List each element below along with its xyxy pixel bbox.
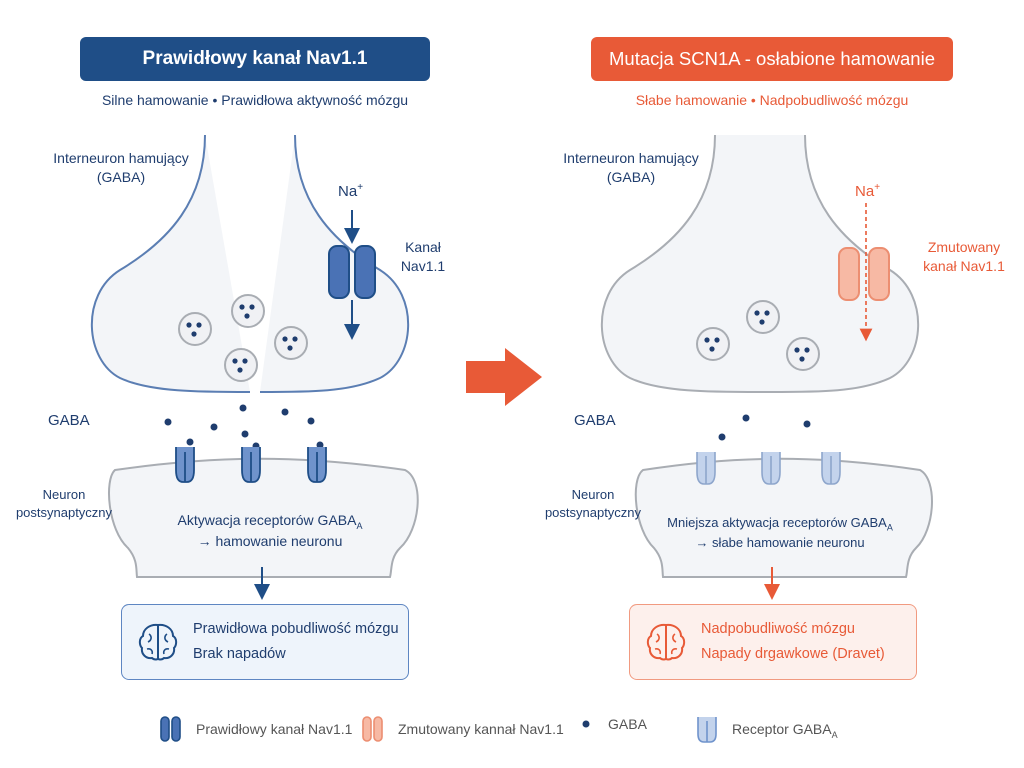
normal-channel-header: Prawidłowy kanał Nav1.1	[80, 37, 430, 81]
legend-mutant-channel-label: Zmutowany kannał Nav1.1	[398, 721, 564, 737]
neuron-label: Neuron postsynaptyczny	[15, 487, 113, 520]
outcome-box-normal: Prawidłowa pobudliwość mózgu Brak napadó…	[121, 604, 409, 680]
gaba-label-mutant: GABA	[574, 412, 616, 429]
na-ion-label: Na+	[338, 182, 364, 200]
mutant-channel-label: Zmutowany kanał Nav1.1	[923, 239, 1005, 274]
brain-icon	[138, 623, 178, 661]
gaba-receptor	[175, 447, 195, 483]
gaba-receptors	[175, 447, 327, 483]
legend-receptor: Receptor GABAA	[696, 716, 838, 744]
gaba-vesicles-mutant	[696, 300, 820, 371]
vesicle	[696, 327, 730, 361]
channel-label: Kanał Nav1.1	[400, 239, 446, 274]
legend-normal-channel-label: Prawidłowy kanał Nav1.1	[196, 721, 353, 737]
vesicle	[231, 294, 265, 328]
gaba-receptors-mutant	[696, 452, 841, 485]
postsynaptic-neuron-mutant	[634, 457, 933, 578]
postsynaptic-neuron	[108, 457, 419, 578]
effect-text: Aktywacja receptorów GABAA → hamowanie n…	[177, 512, 363, 549]
legend-receptor-label: Receptor GABAA	[732, 720, 838, 740]
mutation-header: Mutacja SCN1A - osłabione hamowanie	[591, 37, 953, 81]
legend-normal-channel: Prawidłowy kanał Nav1.1	[160, 716, 352, 742]
normal-subtitle: Silne hamowanie • Prawidłowa aktywność m…	[101, 92, 409, 108]
gaba-receptor	[307, 447, 327, 483]
legend-gaba: GABA	[582, 716, 647, 732]
gaba-receptor	[241, 447, 261, 483]
vesicle	[746, 300, 780, 334]
receptor-legend-icon	[697, 717, 717, 743]
mutant-channel-legend-icon	[362, 716, 383, 742]
outcome-line-1-mutant: Nadpobudliwość mózgu	[701, 621, 855, 638]
gaba-receptor	[761, 452, 781, 485]
vesicle	[178, 312, 212, 346]
normal-channel-legend-icon	[160, 716, 181, 742]
outcome-line-2: Brak napadów	[193, 646, 286, 662]
brain-icon	[646, 623, 686, 661]
outcome-line-2-mutant: Napady drgawkowe (Dravet)	[701, 646, 885, 662]
transition-arrow	[466, 348, 542, 406]
interneuron-label: Interneuron hamujący (GABA)	[53, 150, 189, 185]
mutation-subtitle: Słabe hamowanie • Nadpobudliwość mózgu	[635, 92, 909, 108]
nav11-channel	[328, 245, 376, 299]
neuron-label-mutant: Neuron postsynaptyczny	[544, 487, 642, 520]
gaba-receptor	[821, 452, 841, 485]
gaba-vesicles	[178, 294, 308, 382]
gaba-molecules-mutant	[718, 414, 811, 441]
effect-text-mutant: Mniejsza aktywacja receptorów GABAA → sł…	[667, 515, 893, 550]
interneuron-terminal	[90, 134, 410, 393]
vesicle	[274, 326, 308, 360]
outcome-box-mutant: Nadpobudliwość mózgu Napady drgawkowe (D…	[629, 604, 917, 680]
na-ion-label-mutant: Na+	[855, 182, 881, 200]
gaba-molecules	[164, 404, 324, 450]
legend-mutant-channel: Zmutowany kannał Nav1.1	[362, 716, 564, 742]
outcome-line-1: Prawidłowa pobudliwość mózgu	[193, 621, 399, 638]
legend-gaba-label: GABA	[608, 716, 647, 732]
vesicle	[786, 337, 820, 371]
gaba-dot-legend-icon	[582, 720, 590, 728]
gaba-receptor	[696, 452, 716, 485]
gaba-label: GABA	[48, 412, 90, 429]
mutant-nav11-channel	[838, 247, 890, 301]
interneuron-label-mutant: Interneuron hamujący (GABA)	[563, 150, 699, 185]
vesicle	[224, 348, 258, 382]
